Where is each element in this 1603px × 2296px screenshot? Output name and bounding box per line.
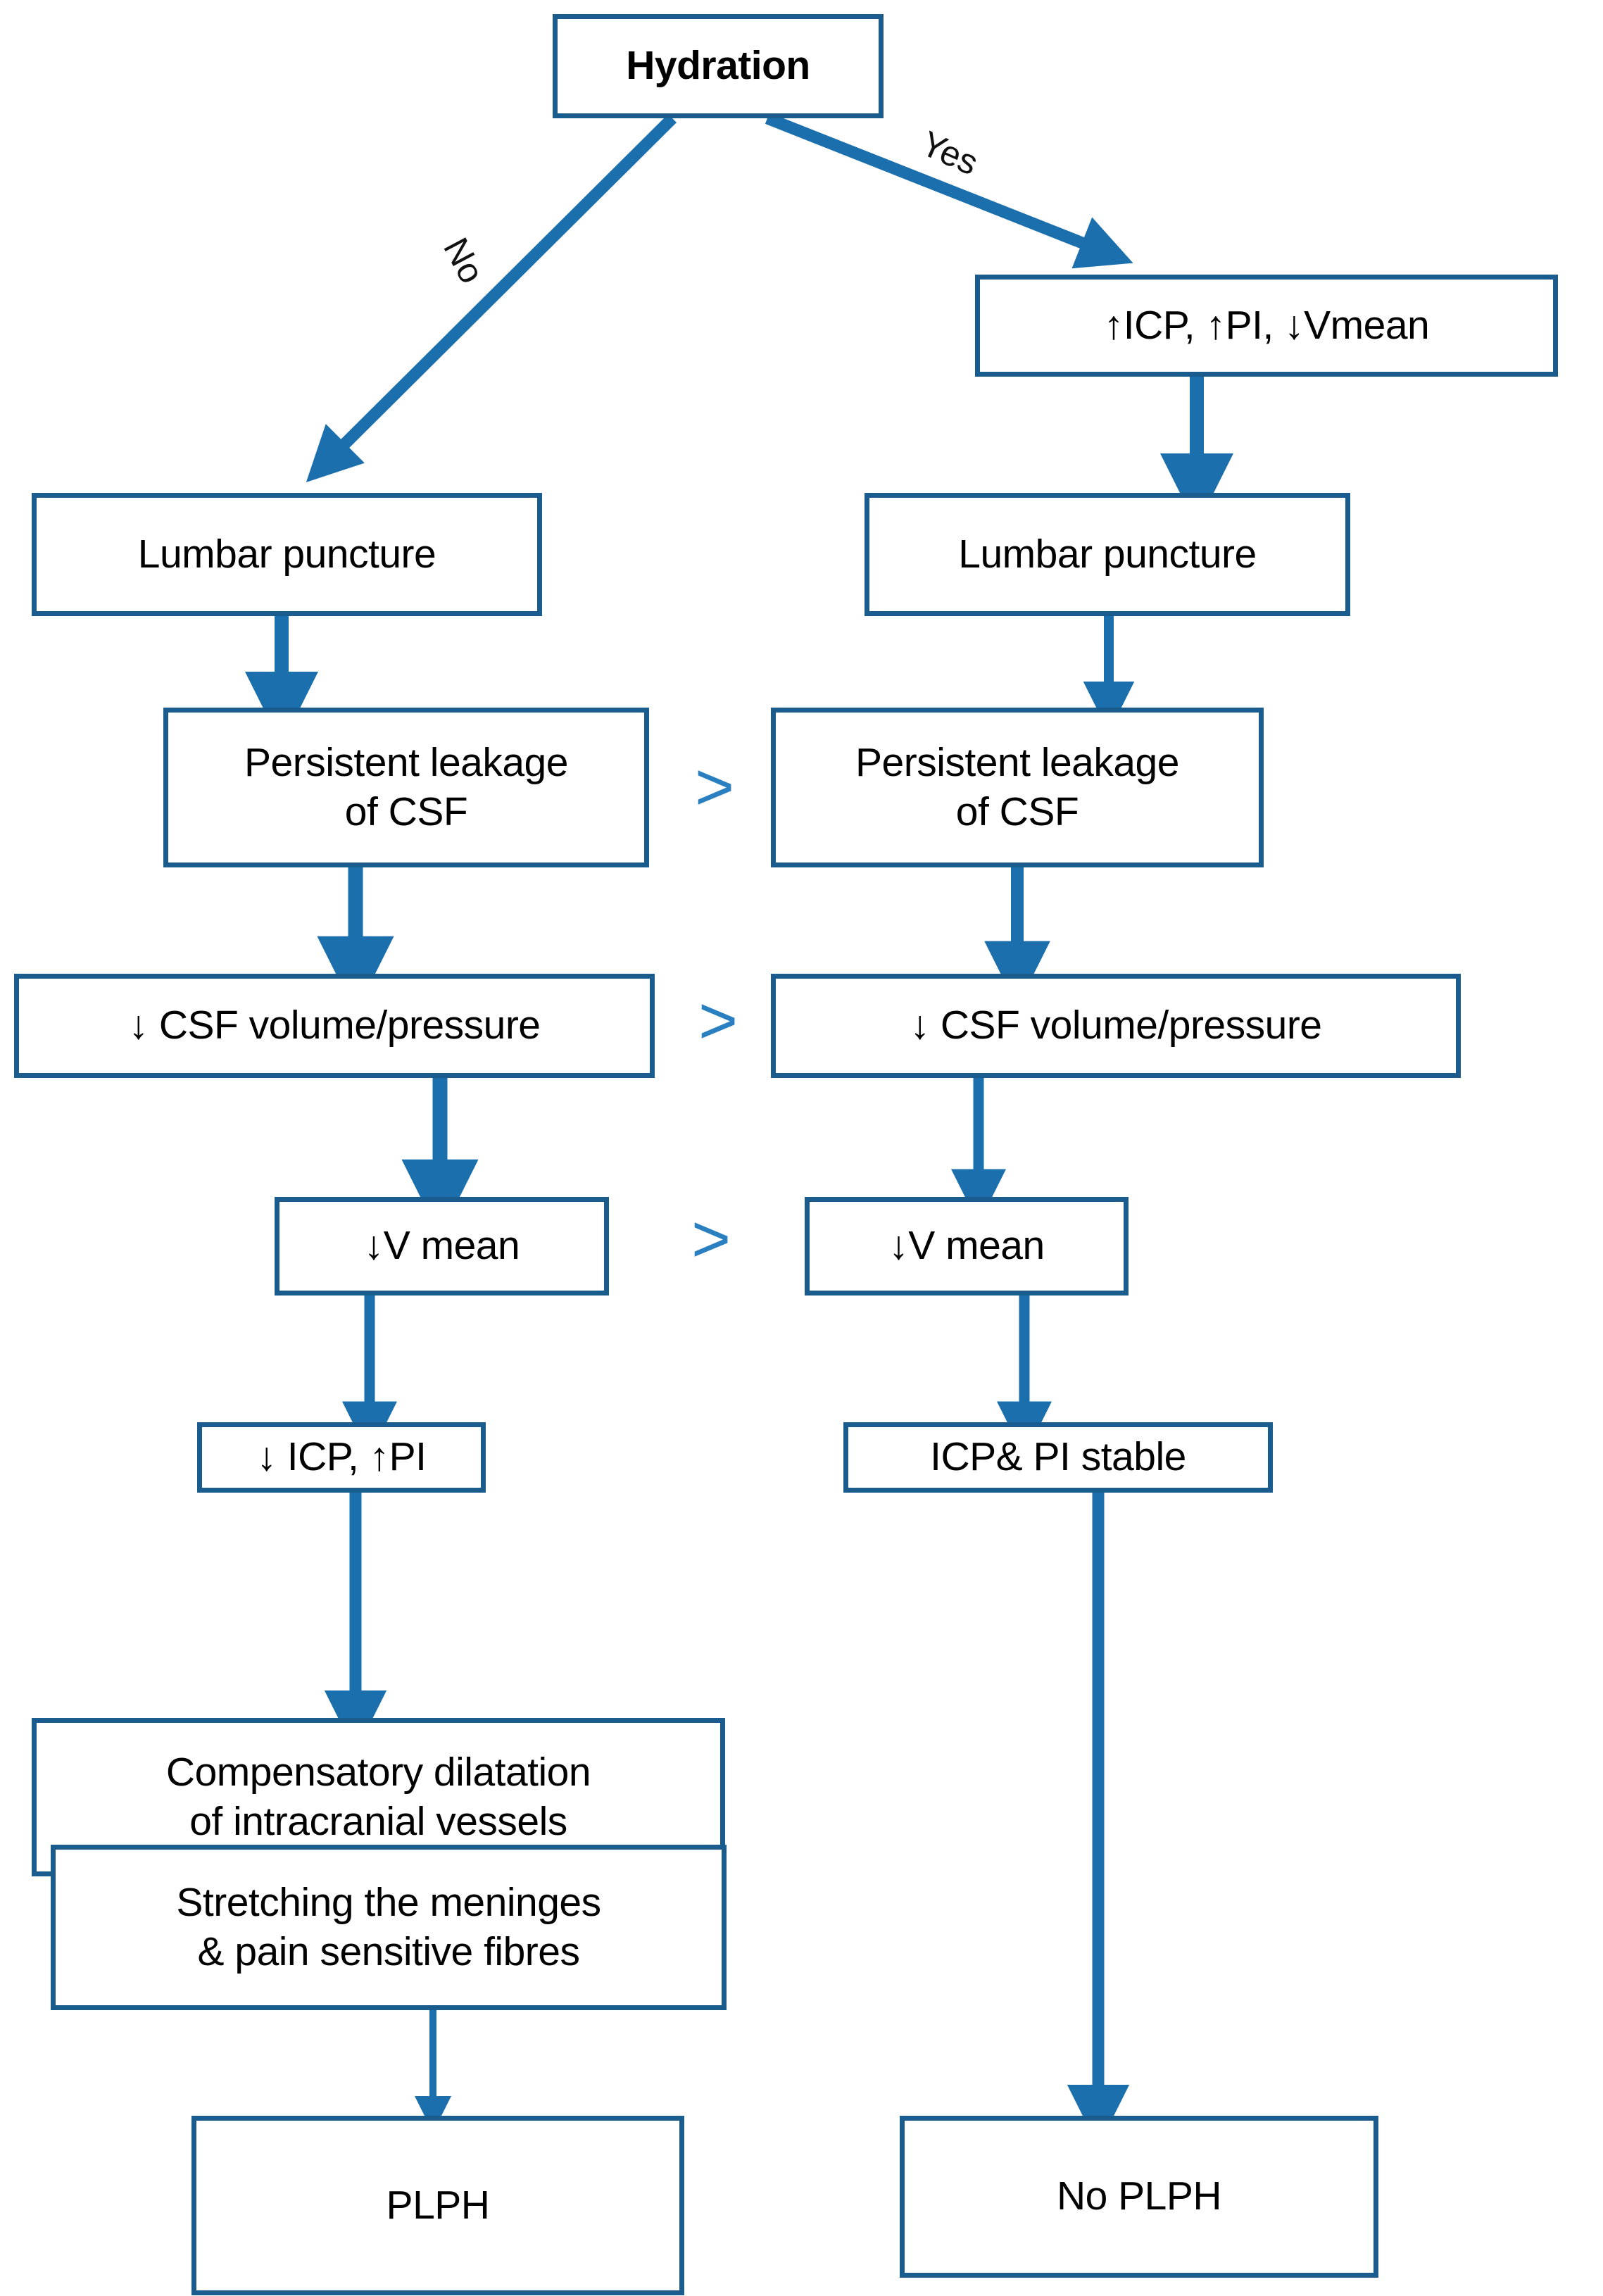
node-persistent-leakage-left: Persistent leakage of CSF xyxy=(163,708,649,867)
node-hydration: Hydration xyxy=(553,14,884,118)
compare-symbol-csf-volume: > xyxy=(698,983,738,1058)
node-csf-volume-left: ↓ CSF volume/pressure xyxy=(14,974,655,1078)
node-vmean-right: ↓V mean xyxy=(805,1197,1129,1296)
node-icp-pi-stable-right: ICP& PI stable xyxy=(843,1422,1273,1493)
node-no-plph: No PLPH xyxy=(900,2116,1378,2278)
node-plph: PLPH xyxy=(191,2116,684,2295)
node-icp-pi-left: ↓ ICP, ↑PI xyxy=(197,1422,486,1493)
node-icp-top-right: ↑ICP, ↑PI, ↓Vmean xyxy=(975,275,1558,377)
edge-label-no: No xyxy=(436,231,492,290)
node-stretching-meninges: Stretching the meninges & pain sensitive… xyxy=(51,1845,727,2010)
node-compensatory-dilatation: Compensatory dilatation of intracranial … xyxy=(32,1718,725,1876)
node-lumbar-puncture-left: Lumbar puncture xyxy=(32,493,542,616)
node-lumbar-puncture-right: Lumbar puncture xyxy=(865,493,1350,616)
compare-symbol-vmean: > xyxy=(691,1201,731,1276)
edge-label-yes: Yes xyxy=(915,123,984,183)
node-persistent-leakage-right: Persistent leakage of CSF xyxy=(771,708,1264,867)
node-vmean-left: ↓V mean xyxy=(275,1197,609,1296)
compare-symbol-leakage: > xyxy=(694,749,735,824)
node-csf-volume-right: ↓ CSF volume/pressure xyxy=(771,974,1461,1078)
